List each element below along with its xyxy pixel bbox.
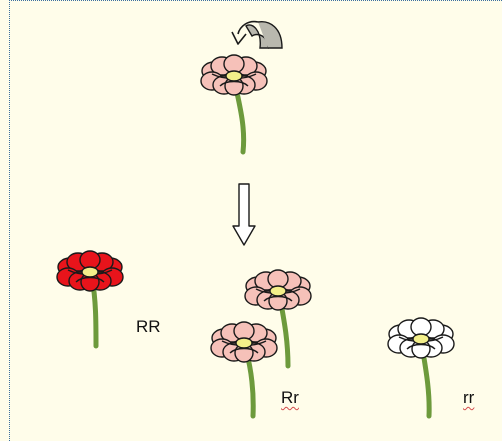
pink-flower-rr-lower — [210, 321, 278, 419]
genotype-label-rr-dominant: RR — [136, 317, 161, 336]
slide-frame — [9, 0, 502, 441]
pink-flower-rr-upper — [244, 269, 312, 369]
genotype-label-rr-recessive: rr — [463, 388, 475, 407]
genotype-label-rr-heterozygous: Rr — [281, 388, 299, 407]
parent-flower — [200, 54, 268, 155]
white-flower-rr — [387, 317, 455, 419]
down-arrow-icon — [232, 183, 256, 246]
curved-arrow-icon — [231, 20, 283, 49]
red-flower-rr — [56, 250, 124, 349]
